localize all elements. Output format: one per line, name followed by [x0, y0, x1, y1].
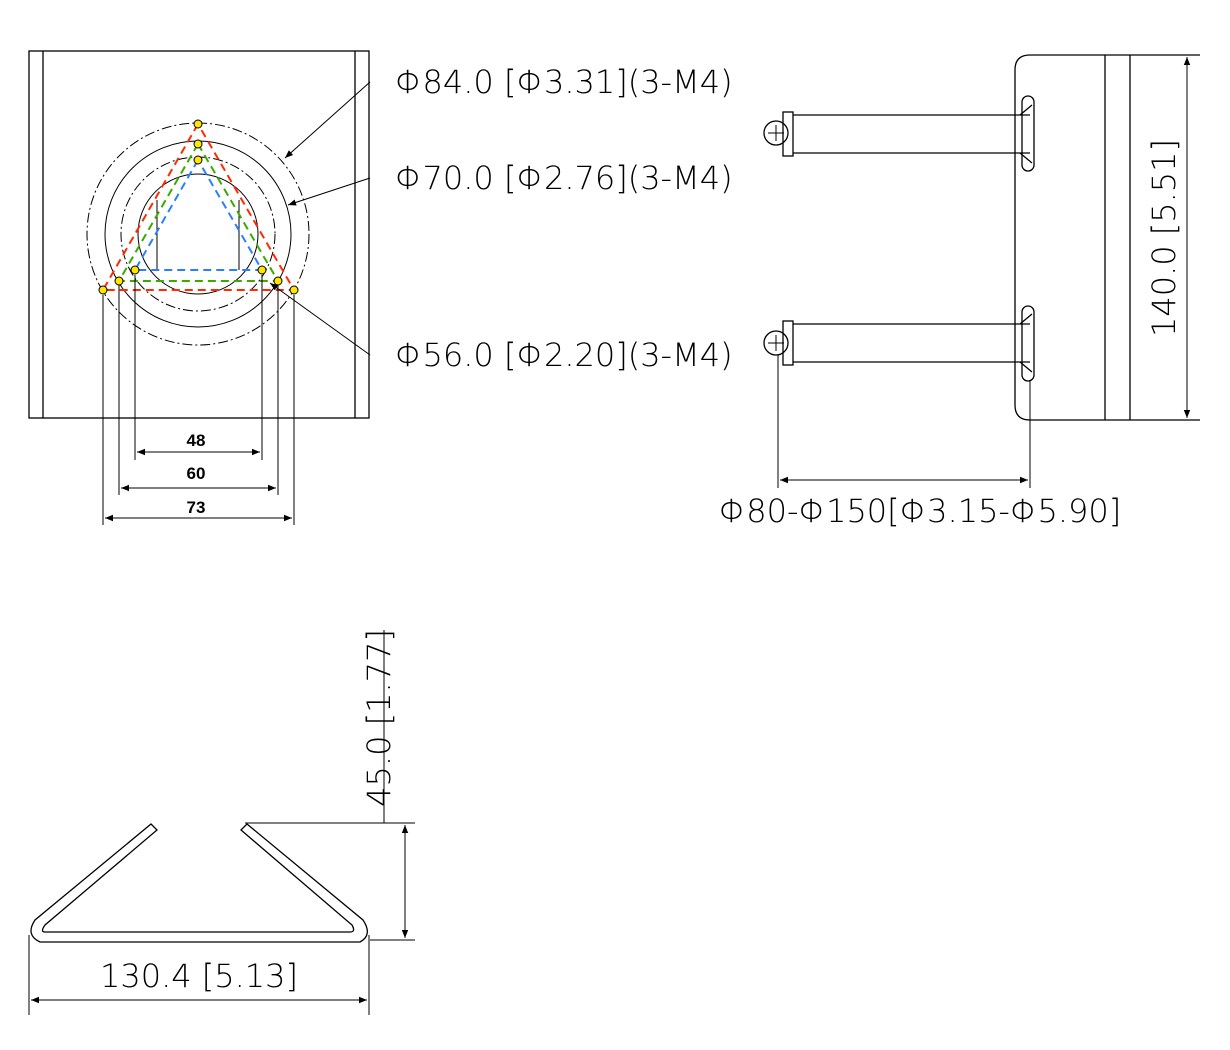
mounting-holes: [98, 119, 299, 295]
dim-pole-range: Φ80-Φ150[Φ3.15-Φ5.90]: [719, 492, 1121, 530]
bottom-view: 45.0 [1.77] 130.4 [5.13]: [28, 629, 415, 1015]
dim-140: 140.0 [5.51]: [1145, 139, 1183, 337]
front-view: Φ84.0 [Φ3.31](3-M4) Φ70.0 [Φ2.76](3-M4) …: [28, 50, 733, 525]
dim-73: 73: [187, 498, 206, 517]
callout-phi70: Φ70.0 [Φ2.76](3-M4): [395, 159, 733, 197]
dim-48: 48: [187, 431, 206, 450]
upper-clamp: [763, 104, 1033, 164]
dim-130: 130.4 [5.13]: [100, 957, 298, 995]
side-view: 140.0 [5.51] Φ80-Φ150[Φ3.15-Φ5.90]: [719, 54, 1200, 530]
phi56-hole-pattern: [133, 157, 264, 271]
phi70-hole-pattern: [117, 142, 280, 282]
callout-phi56: Φ56.0 [Φ2.20](3-M4): [395, 336, 733, 374]
lower-clamp: [763, 313, 1033, 373]
callout-phi84: Φ84.0 [Φ3.31](3-M4): [395, 63, 733, 101]
phi84-hole-pattern: [101, 121, 296, 291]
dim-45: 45.0 [1.77]: [360, 629, 398, 807]
dim-60: 60: [187, 464, 206, 483]
